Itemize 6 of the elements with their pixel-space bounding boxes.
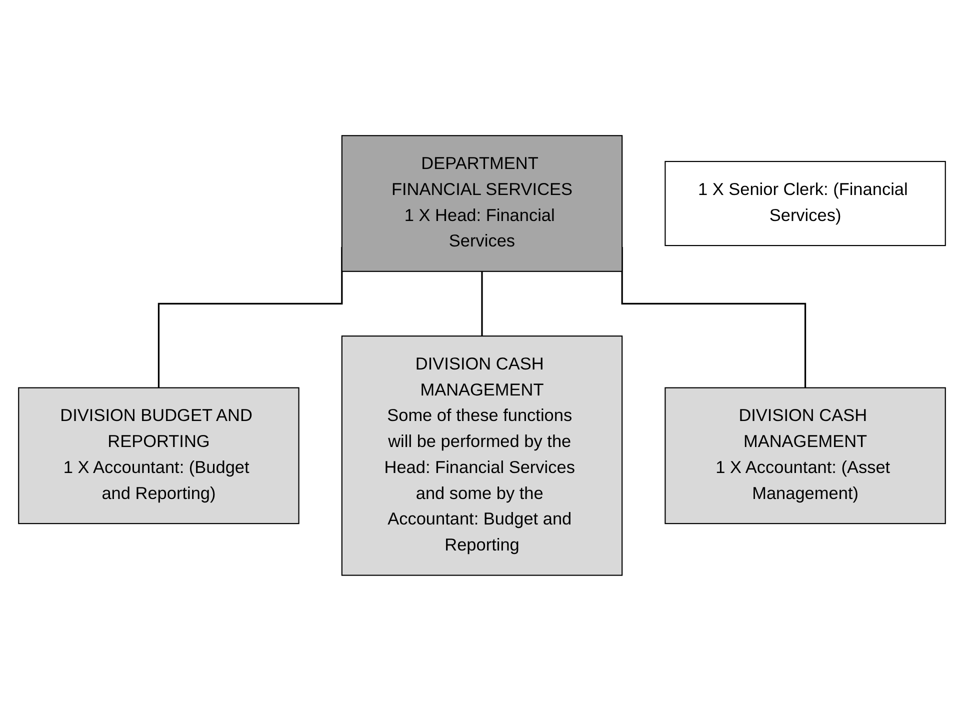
node-box: DEPARTMENT FINANCIAL SERVICES 1 X Head: Financial Services bbox=[341, 134, 623, 272]
node-box: DIVISION CASH MANAGEMENT 1 X Accountant: (Asset Management) bbox=[664, 386, 946, 524]
node-box: DIVISION BUDGET AND REPORTING 1 X Accountant: (Budget and Reporting) bbox=[18, 386, 300, 524]
connector bbox=[481, 270, 483, 336]
node-box: 1 X Senior Clerk: (Financial Services) bbox=[664, 160, 946, 246]
node-box: DIVISION CASH MANAGEMENT Some of these functions will be performed by the Head: Financial Services and some by the Accountant: Budget and Reporting bbox=[341, 335, 623, 576]
